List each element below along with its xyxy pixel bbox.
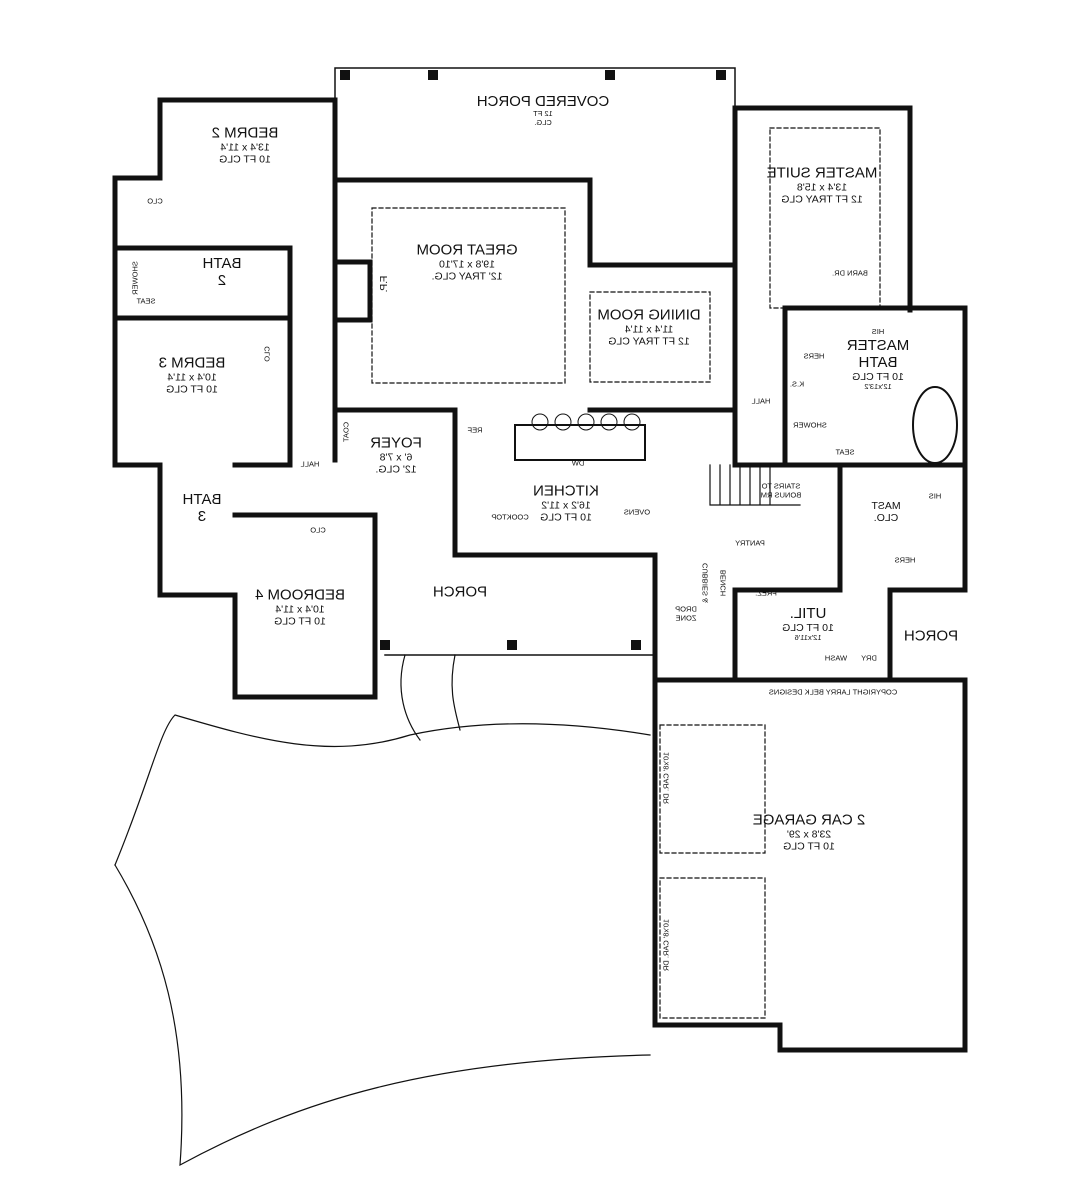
room-size: 6' x 7'8 [379,451,413,464]
drop-zone-text: ZONE [675,613,697,622]
hers-label: HERS [803,351,825,361]
room-name: MAST [871,499,901,512]
ceiling: 12 FT TRAY CLG [608,335,690,348]
garage-door-label: 10'x8' CAR. DR [661,918,671,972]
barn-door-label: BARN DR. [832,268,868,278]
ceiling: 10 FT CLG [166,383,218,396]
drop-zone-label: DROP ZONE [675,604,697,622]
shower-label: SHOWER [130,261,140,295]
room-name: FOYER [370,434,422,452]
fireplace-label: F.P. [377,275,390,293]
room-name: BATH [858,353,898,371]
room-number: 2 [217,272,227,289]
bedroom4-label: BEDROOM 4 10'4 x 11'4 10 FT CLG [255,586,345,627]
stairs-line: BONUS RM [760,490,802,499]
freezer-label: FREZ. [755,588,777,598]
ovens-label: OVENS [623,507,651,517]
washer-label: WASH [824,653,848,663]
room-size: 10'4 x 11'4 [167,371,217,384]
room-size: 12'x11'6 [794,633,822,643]
bench-label: BENCH [718,569,728,597]
room-name: KITCHEN [533,482,599,500]
room-name: BEDROOM 4 [254,586,346,604]
ceiling: CLG. [534,117,552,127]
front-porch-label: PORCH [432,583,488,601]
hers-label: HERS [894,555,916,565]
garage-door-label: 10'x8' CAR. DR [661,751,671,805]
room-name: MASTER [846,336,910,354]
his-label: HIS [928,491,942,501]
room-name: MASTER SUITE [766,164,878,182]
ks-label: K.S. [789,379,805,389]
room-size: 10'4 x 11'4 [275,603,325,616]
fridge-label: REF [467,425,483,435]
his-label: HIS [871,327,885,337]
cubbies-text: & [700,598,710,604]
closet-label: CLO [310,525,326,535]
cubbies-label: CUBBIES & [700,562,711,604]
hall-label: HALL [300,459,320,469]
pantry-label: PANTRY [735,538,765,548]
garage-label: 2 CAR GARAGE 23'8 x 29' 10 FT CLG [753,811,866,852]
ceiling: 10 FT CLG [274,615,326,628]
room-size: 13'4 x 15'8 [796,181,848,194]
master-closet-label: MAST CLO. [871,500,900,524]
ceiling: 12 FT TRAY CLG [781,193,863,206]
ceiling: 12' CLG. [375,463,417,476]
covered-porch-label: COVERED PORCH 12 FT CLG. [477,93,610,128]
coat-closet-label: COAT [341,421,351,443]
room-size: 12'x13'2 [864,382,892,392]
room-name: BATH [182,490,222,508]
ceiling: 10 FT CLG [540,511,592,524]
room-size: 23'8 x 29' [786,828,832,841]
room-name: UTIL. [789,605,827,623]
dining-room-label: DINING ROOM 11'4 x 11'4 12 FT TRAY CLG [597,306,700,347]
bath2-label: BATH 2 [203,255,242,290]
closet-label: CLO [262,346,272,362]
stairs-label: STAIRS TO BONUS RM [760,481,802,499]
copyright-label: COPYRIGHT LARRY BELK DESIGNS [768,687,898,697]
ceiling: 10 FT CLG [783,840,835,853]
room-name: BATH [202,254,242,272]
hall-label: HALL [751,396,771,406]
room-number: 3 [197,508,207,525]
room-size: 16'2 x 11'2 [541,499,591,512]
room-name: DINING ROOM [597,306,701,324]
kitchen-label: KITCHEN 16'2 x 11'2 10 FT CLG [533,482,599,523]
room-name: BEDRM 3 [158,354,226,372]
bedrm2-label: BEDRM 2 13'4 x 11'4 10 FT CLG [212,124,279,165]
foyer-label: FOYER 6' x 7'8 12' CLG. [370,434,422,475]
room-name: GREAT ROOM [416,241,518,259]
great-room-label: GREAT ROOM 19'8 x 17'10 12' TRAY CLG. [416,241,517,282]
room-name: BEDRM 2 [211,124,279,142]
room-name: 2 CAR GARAGE [752,811,866,829]
room-size: 13'4 x 11'4 [220,141,270,154]
side-porch-label: PORCH [903,627,959,645]
bedrm3-label: BEDRM 3 10'4 x 11'4 10 FT CLG [159,354,226,395]
ceiling: 10 FT CLG [219,153,271,166]
bath3-label: BATH 3 [183,491,222,526]
room-name: COVERED PORCH [476,92,610,110]
room-size: 11'4 x 11'4 [624,323,674,336]
dryer-label: DRY [861,653,877,663]
shower-label: SHOWER [793,420,827,430]
master-suite-label: MASTER SUITE 13'4 x 15'8 12 FT TRAY CLG [767,164,878,205]
seat-label: SEAT [835,447,855,457]
room-name: CLO. [873,512,899,524]
ceiling: 12' TRAY CLG. [431,270,503,283]
cubbies-text: CUBBIES [700,562,710,596]
closet-label: CLO [147,196,163,206]
dishwasher-label: DW [571,458,585,468]
room-size: 19'8 x 17'10 [439,258,495,271]
util-label: UTIL. 10 FT CLG 12'x11'6 [782,605,834,643]
master-bath-label: HIS MASTER BATH 10 FT CLG 12'x13'2 [846,327,910,392]
seat-label: SEAT [136,296,156,306]
cooktop-label: COOKTOP [491,512,529,522]
